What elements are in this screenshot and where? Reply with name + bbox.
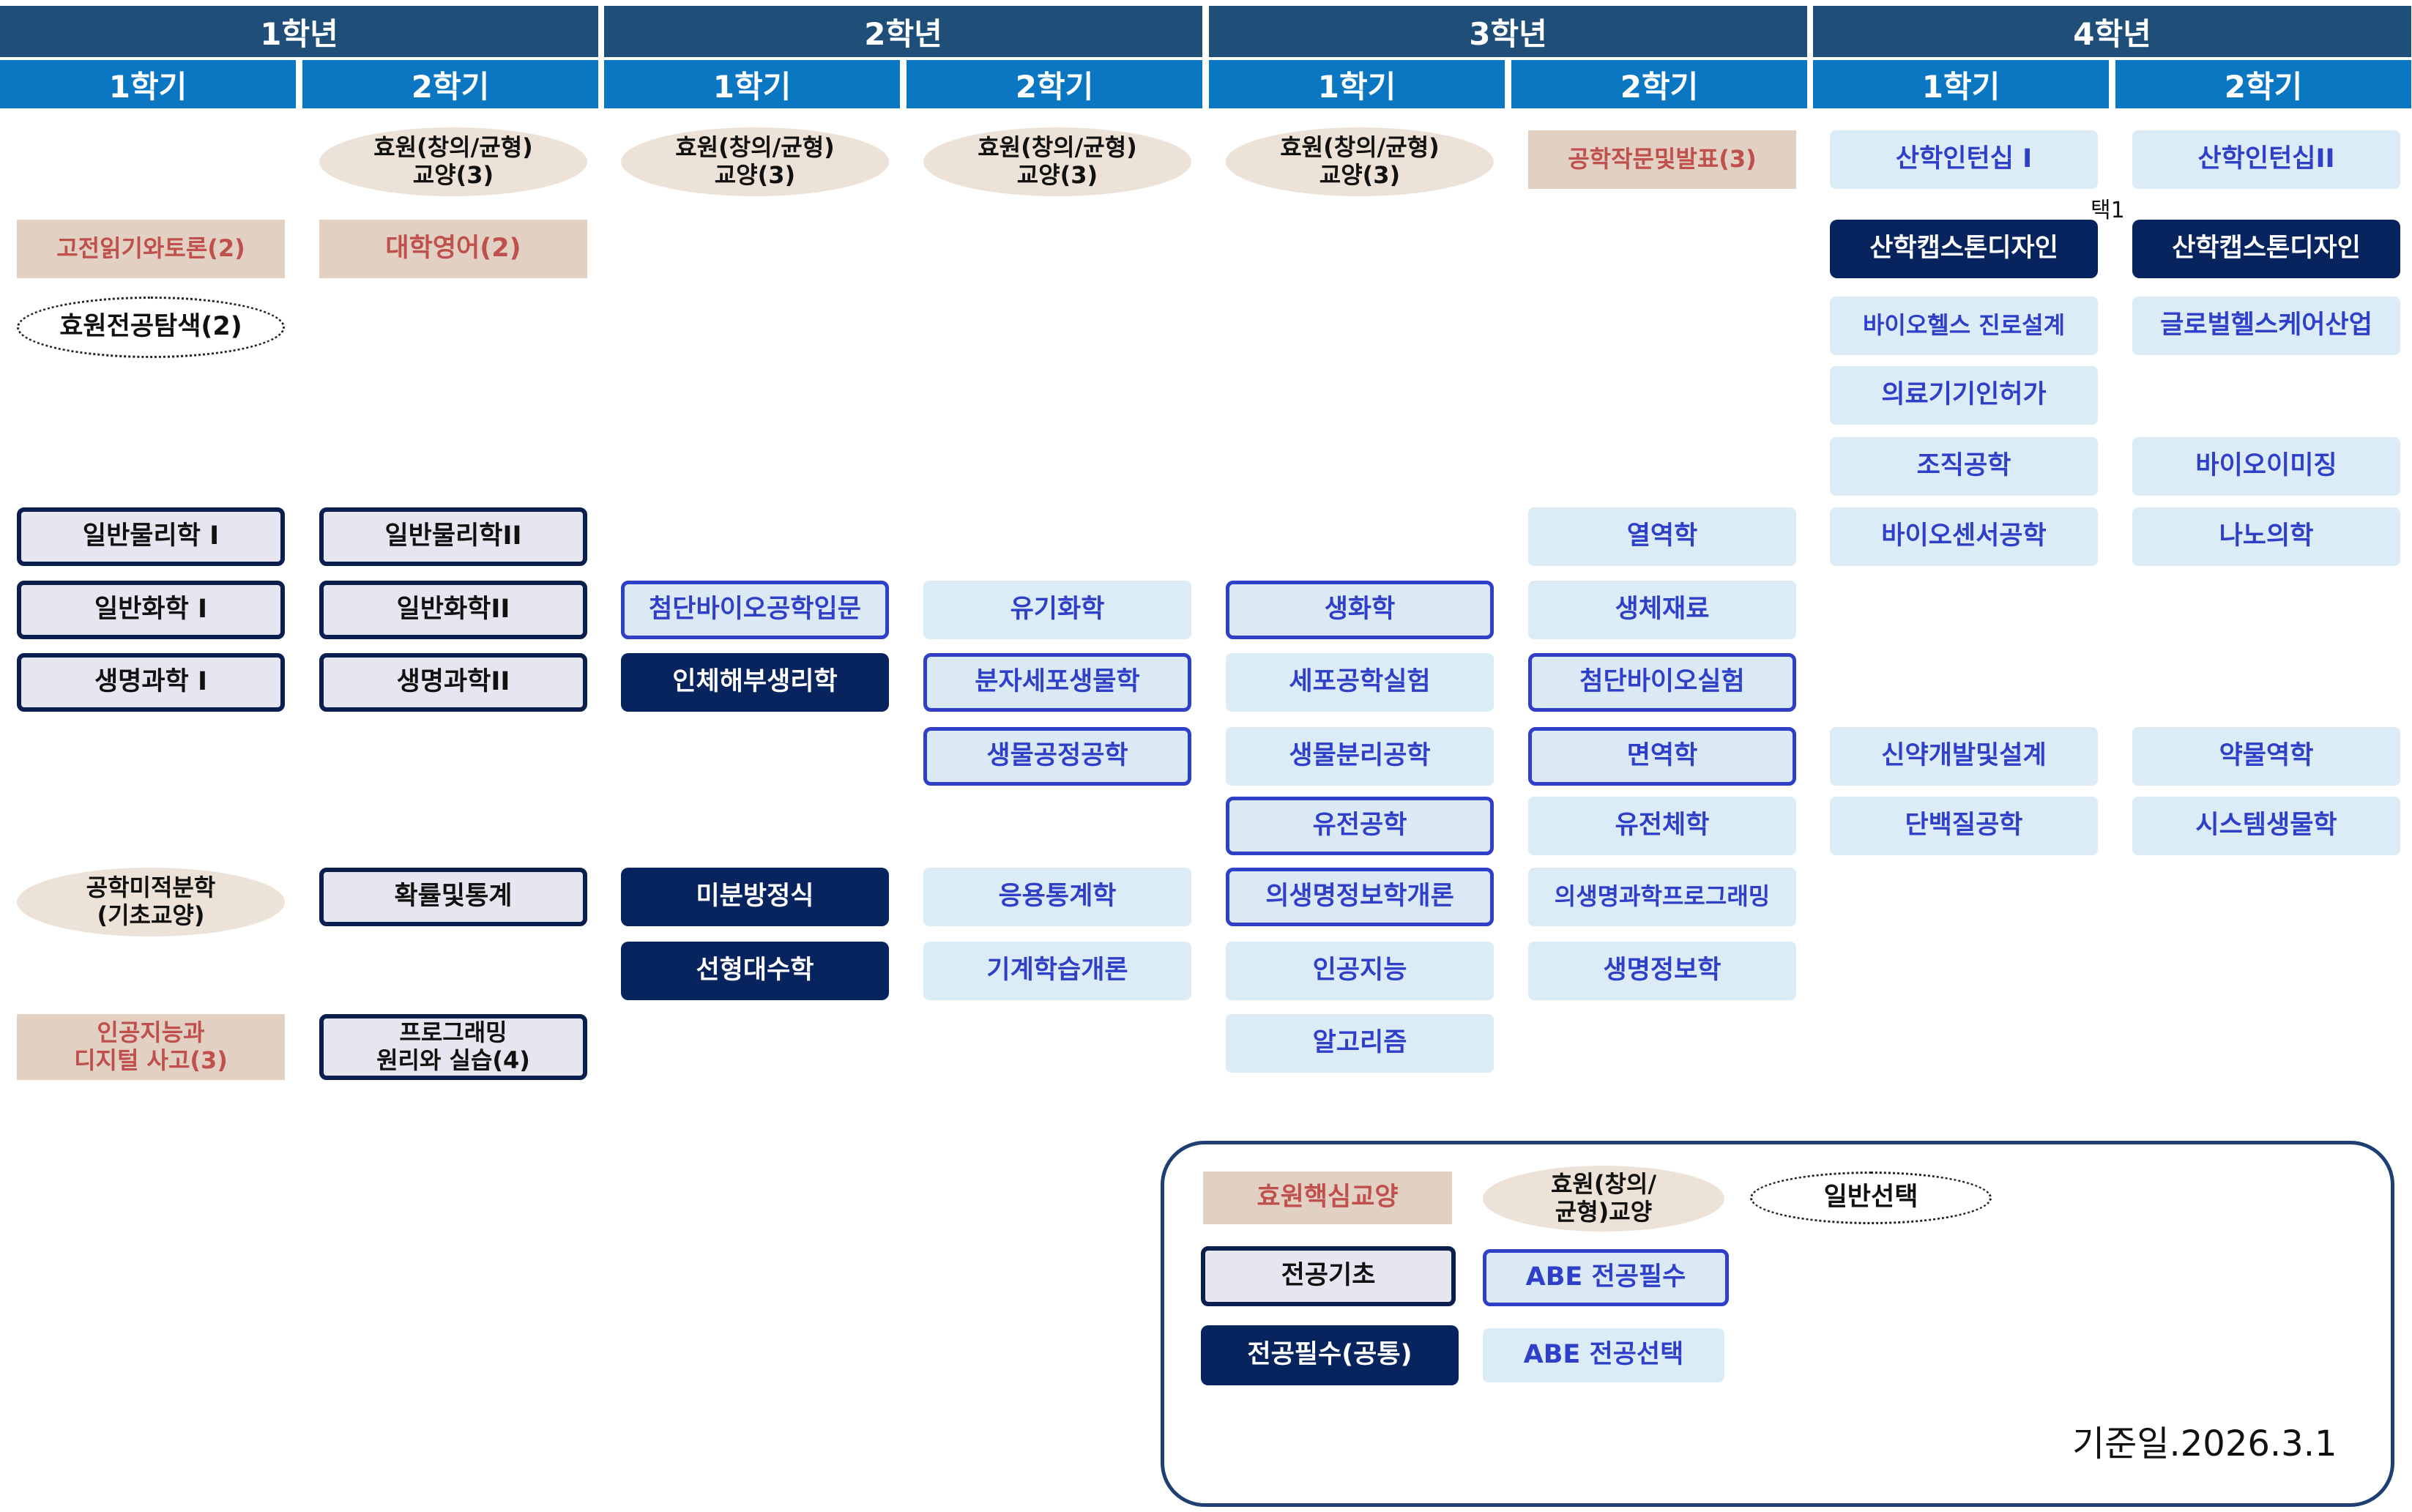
course-box: 단백질공학 [1830,797,2098,855]
course-box: 생체재료 [1528,581,1796,639]
course-box: 생화학 [1226,581,1494,639]
course-box: 고전읽기와토론(2) [17,220,285,278]
course-box: 인체해부생리학 [621,653,889,712]
course-box: 약물역학 [2132,727,2400,786]
course-box: 바이오이미징 [2132,437,2400,496]
course-box: 대학영어(2) [319,220,587,278]
course-box: 알고리즘 [1226,1014,1494,1073]
course-box: 산학캡스톤디자인 [1830,220,2098,278]
course-box: 시스템생물학 [2132,797,2400,855]
course-box: 의생명정보학개론 [1226,868,1494,926]
course-box: 유기화학 [923,581,1191,639]
year-header: 2학년 [604,6,1202,57]
course-box: 생명과학II [319,653,587,712]
course-box: 공학미적분학 (기초교양) [17,868,285,936]
semester-header: 1학기 [1813,60,2109,108]
course-box: 글로벌헬스케어산업 [2132,297,2400,355]
course-box: 효원전공탐색(2) [17,297,285,358]
course-box: 공학작문및발표(3) [1528,130,1796,189]
course-box: 효원(창의/균형) 교양(3) [923,127,1191,196]
course-box: 프로그래밍 원리와 실습(4) [319,1014,587,1080]
course-box: 일반물리학 I [17,507,285,566]
course-box: 일반화학 I [17,581,285,639]
semester-header: 1학기 [604,60,900,108]
semester-header: 1학기 [0,60,296,108]
course-box: 인공지능과 디지털 사고(3) [17,1014,285,1080]
course-box: 바이오헬스 진로설계 [1830,297,2098,355]
course-box: 응용통계학 [923,868,1191,926]
course-box: 효원(창의/균형) 교양(3) [1226,127,1494,196]
year-header: 1학년 [0,6,598,57]
course-box: 유전공학 [1226,797,1494,855]
course-box: 미분방정식 [621,868,889,926]
course-box: 산학캡스톤디자인 [2132,220,2400,278]
legend-frame [1161,1141,2394,1507]
course-box: 일반물리학II [319,507,587,566]
course-box: 선형대수학 [621,942,889,1000]
effective-date: 기준일.2026.3.1 [2072,1423,2337,1464]
course-box: 인공지능 [1226,942,1494,1000]
course-box: 생물공정공학 [923,727,1191,786]
course-box: 생물분리공학 [1226,727,1494,786]
semester-header: 2학기 [907,60,1202,108]
year-header: 4학년 [1813,6,2411,57]
semester-header: 1학기 [1209,60,1505,108]
course-box: 확률및통계 [319,868,587,926]
legend-item: 전공기초 [1201,1246,1456,1306]
legend-item: 전공필수(공통) [1201,1325,1459,1385]
course-box: 생명정보학 [1528,942,1796,1000]
legend-item: ABE 전공선택 [1483,1328,1724,1382]
course-box: 분자세포생물학 [923,653,1191,712]
course-box: 세포공학실험 [1226,653,1494,712]
course-box: 생명과학 I [17,653,285,712]
semester-header: 2학기 [302,60,598,108]
course-box: 열역학 [1528,507,1796,566]
course-box: 면역학 [1528,727,1796,786]
course-box: 산학인턴십II [2132,130,2400,189]
course-box: 기계학습개론 [923,942,1191,1000]
course-box: 의생명과학프로그래밍 [1528,868,1796,926]
legend-item: 효원핵심교양 [1203,1172,1452,1224]
choice-note: 택1 [2091,198,2125,223]
course-box: 산학인턴십 I [1830,130,2098,189]
semester-header: 2학기 [1511,60,1807,108]
legend-item: 일반선택 [1750,1172,1992,1224]
course-box: 효원(창의/균형) 교양(3) [621,127,889,196]
legend-item: 효원(창의/ 균형)교양 [1483,1166,1724,1232]
course-box: 첨단바이오실험 [1528,653,1796,712]
course-box: 조직공학 [1830,437,2098,496]
legend-item: ABE 전공필수 [1483,1249,1729,1306]
course-box: 첨단바이오공학입문 [621,581,889,639]
course-box: 바이오센서공학 [1830,507,2098,566]
semester-header: 2학기 [2115,60,2411,108]
course-box: 신약개발및설계 [1830,727,2098,786]
course-box: 효원(창의/균형) 교양(3) [319,127,587,196]
course-box: 일반화학II [319,581,587,639]
course-box: 유전체학 [1528,797,1796,855]
course-box: 나노의학 [2132,507,2400,566]
year-header: 3학년 [1209,6,1807,57]
course-box: 의료기기인허가 [1830,366,2098,425]
